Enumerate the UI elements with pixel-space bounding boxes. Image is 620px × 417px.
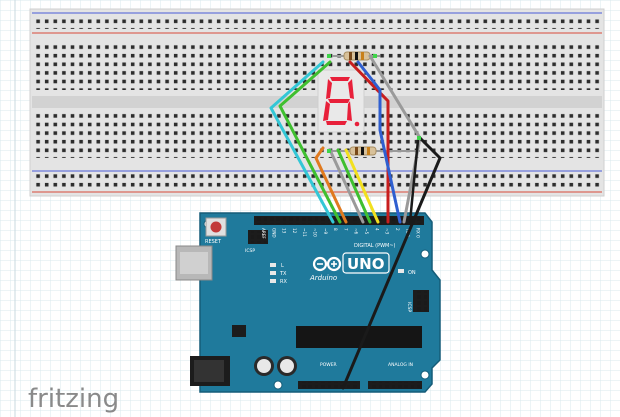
icsp-pins [414, 291, 428, 311]
dc-jack-inner [194, 360, 224, 382]
atmega-chip [296, 326, 422, 348]
tx-label: TX [279, 271, 287, 277]
wire-orange[interactable] [314, 146, 348, 224]
capacitor-top [280, 359, 294, 373]
resistor-bottom[interactable] [332, 146, 420, 156]
reset-button-cap[interactable] [210, 221, 222, 233]
arduino-uno-board[interactable]: RESET ICSP DIGITAL (PWM~) AREF GND 13 12 ~11… [175, 212, 441, 393]
wire-blue[interactable] [356, 60, 402, 224]
rx-led [270, 279, 276, 283]
mount-hole [420, 249, 430, 259]
connection-markers [327, 54, 421, 153]
icsp2-pins [249, 231, 267, 243]
wire-black-short[interactable] [408, 138, 420, 224]
digital-pin-label: 13 [282, 228, 287, 234]
digital-pin-label: ~6 [354, 228, 359, 235]
arduino-brand: Arduino [309, 274, 337, 282]
fritzing-logo: fritzing [28, 384, 119, 414]
digital-pin-label: 12 [292, 228, 297, 234]
reset-label: RESET [205, 239, 222, 245]
on-label: ON [408, 270, 416, 276]
lower-terminal-holes [34, 112, 600, 158]
digital-pin-label: ~10 [313, 228, 318, 237]
digital-pin-label: ~9 [323, 228, 328, 235]
tx-led [270, 271, 276, 275]
wires [269, 54, 442, 390]
display-segments [323, 77, 360, 127]
digital-pin-label: AREF [261, 228, 266, 239]
digital-pin-label: GND [271, 228, 276, 238]
l-label: L [281, 263, 284, 269]
rx-label: RX [280, 279, 287, 285]
digital-pin-label: 7 [343, 228, 348, 231]
digital-pin-label: RX 0 [416, 228, 421, 238]
center-channel [32, 96, 602, 108]
usb-inner [180, 252, 208, 274]
icsp2-label: ICSP [245, 248, 255, 254]
power-label: POWER [320, 362, 337, 368]
top-rail-holes [34, 15, 600, 29]
wire-red[interactable] [348, 60, 390, 224]
bottom-rail-holes [34, 174, 600, 188]
power-header-pins [300, 382, 358, 388]
uno-badge [342, 252, 390, 274]
digital-pin-label: ~3 [385, 228, 390, 235]
digital-pin-label: 4 [374, 228, 379, 231]
wire-green-top[interactable] [278, 60, 342, 224]
digital-pin-label: 2 [395, 228, 400, 231]
wire-gray-short[interactable] [328, 148, 365, 224]
l-led [270, 263, 276, 267]
digital-pin-label: ~5 [364, 228, 369, 235]
mount-hole [420, 370, 430, 380]
wire-green-bottom[interactable] [336, 148, 372, 224]
analog-label: ANALOG IN [388, 362, 413, 368]
icsp-label: ICSP [406, 302, 412, 312]
digital-pin-label: 8 [333, 228, 338, 231]
capacitor-top [257, 359, 271, 373]
wire-cyan[interactable] [269, 60, 335, 224]
on-led [398, 269, 404, 273]
digital-label: DIGITAL (PWM~) [354, 243, 396, 249]
voltage-regulator [232, 325, 246, 337]
uno-model: UNO [347, 255, 385, 273]
analog-header-pins [370, 382, 420, 388]
digital-pin-label: ~11 [302, 228, 307, 237]
wire-yellow[interactable] [344, 148, 380, 224]
seven-segment-display[interactable] [317, 69, 365, 133]
wire-black[interactable] [341, 136, 442, 390]
breadboard[interactable] [29, 8, 605, 197]
arduino-logo [312, 256, 342, 272]
mount-hole [273, 380, 283, 390]
